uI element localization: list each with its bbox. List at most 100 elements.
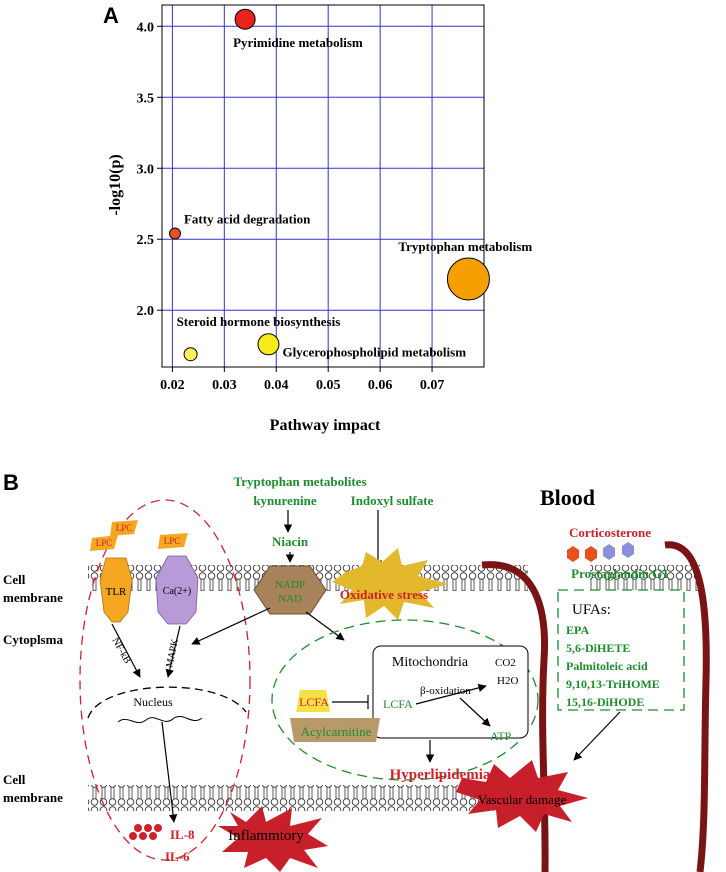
indoxyl-sulfate-label: Indoxyl sulfate	[351, 493, 434, 508]
plot-frame	[161, 4, 485, 368]
acylcarnitine-tag: Acylcarnitine	[290, 718, 380, 742]
chart-grid	[162, 5, 484, 367]
nfkb-arrow	[111, 623, 141, 678]
co2-label: CO2	[495, 657, 516, 669]
beta-oxidation-arrow	[415, 683, 487, 705]
dna-strand	[117, 716, 203, 724]
cytokine-dots	[129, 824, 162, 840]
lpc-tag-2: LPC	[90, 535, 118, 551]
mapk-label: MAPK	[164, 637, 181, 668]
ufa-item: EPA	[566, 623, 589, 637]
y-tick-label: 3.0	[137, 162, 155, 177]
scatter-point	[168, 227, 181, 240]
niacin-label: Niacin	[272, 534, 309, 549]
y-tick-label: 3.5	[137, 91, 155, 106]
y-tick-label: 4.0	[137, 20, 155, 35]
cell-membrane-bottom-label-2: membrane	[3, 790, 63, 805]
kynurenine-label: kynurenine	[253, 493, 317, 508]
point-label: Fatty acid degradation	[184, 212, 311, 227]
ufa-item: 5,6-DiHETE	[566, 641, 630, 655]
ufa-item: 9,10,13-TriHOME	[566, 677, 660, 691]
x-tick-label: 0.04	[264, 378, 289, 393]
point-label: Glycerophospholipid metabolism	[282, 344, 466, 359]
ufas-box	[557, 589, 685, 711]
cell-membrane-top-right	[590, 565, 700, 591]
y-axis-label: -log10(p)	[107, 154, 124, 215]
panel-a-label: A	[103, 3, 119, 28]
blood-vessel-right	[664, 541, 710, 872]
svg-text:LCFA: LCFA	[299, 695, 329, 709]
il8-label: IL-8	[170, 827, 195, 842]
inflammtory-label: Inflammtory	[228, 828, 304, 844]
point-label: Tryptophan metabolism	[398, 239, 532, 254]
lcfa-inner-label: LCFA	[383, 697, 413, 711]
lpc-tag-1: LPC	[110, 520, 138, 536]
cell-membrane-top-label-1: Cell	[3, 572, 26, 587]
svg-text:NAD: NAD	[278, 593, 302, 605]
nadp-nad-hexagon: NADP NAD	[253, 565, 327, 615]
svg-text:LPC: LPC	[164, 536, 181, 546]
tlr-receptor: TLR	[99, 557, 133, 623]
atp-label: ATP	[490, 729, 512, 743]
inflammation-region	[79, 499, 251, 861]
h2o-label: H2O	[497, 675, 518, 687]
cytoplasm-label: Cytoplsma	[3, 632, 63, 647]
chart-ticks: 0.02 0.03 0.04 0.05 0.06 0.07 2.0 2.5 3.0 3.5 4.0	[137, 20, 445, 393]
svg-text:NADP: NADP	[275, 579, 305, 591]
point-label: Pyrimidine metabolism	[233, 35, 363, 50]
x-tick-label: 0.02	[160, 378, 185, 393]
oxidative-stress-burst	[332, 548, 448, 620]
ufas-title: UFAs:	[572, 602, 611, 618]
mitochondria-region	[271, 619, 539, 781]
y-tick-label: 2.0	[137, 304, 155, 319]
il6-label: IL-6	[165, 849, 190, 864]
corticosterone-label: Corticosterone	[569, 525, 651, 540]
lcfa-tag: LCFA	[296, 690, 330, 712]
lpc-tag-3: LPC	[158, 533, 188, 549]
ufa-item: Palmitoleic acid	[566, 659, 648, 673]
svg-text:Ca(2+): Ca(2+)	[163, 586, 191, 597]
mapk-arrow	[165, 625, 181, 678]
nucleus-to-cytokines-arrow	[161, 721, 178, 823]
svg-text:Acylcarnitine: Acylcarnitine	[301, 724, 372, 739]
prostaglandin-label: Prostaglandin G1	[571, 566, 669, 581]
blood-label: Blood	[540, 485, 595, 510]
x-tick-label: 0.05	[316, 378, 341, 393]
scatter-point	[257, 333, 280, 356]
scatter-point	[183, 347, 198, 362]
svg-text:LPC: LPC	[116, 523, 133, 533]
beta-oxidation-label: β-oxidation	[420, 685, 471, 697]
cell-membrane-bottom-label-1: Cell	[3, 772, 26, 787]
molecule-hexagons	[567, 542, 634, 562]
point-label: Steroid hormone biosynthesis	[177, 314, 341, 329]
svg-text:TLR: TLR	[106, 586, 127, 598]
mitochondria-label: Mitochondria	[392, 655, 469, 670]
ufas-to-vascular-arrow	[573, 711, 621, 761]
scatter-point	[446, 257, 490, 301]
oxidative-stress-label: Oxidative stress	[340, 587, 428, 602]
nucleus-envelope	[87, 686, 247, 719]
x-axis-label: Pathway impact	[270, 417, 381, 434]
y-tick-label: 2.5	[137, 233, 155, 248]
vascular-damage-burst	[456, 760, 588, 832]
inflammatory-burst	[218, 806, 328, 872]
x-tick-label: 0.06	[368, 378, 393, 393]
svg-text:LPC: LPC	[96, 538, 113, 548]
ufa-item: 15,16-DiHODE	[566, 695, 644, 709]
tryptophan-metabolites-label: Tryptophan metabolites	[233, 474, 366, 489]
cell-membrane-top-label-2: membrane	[3, 590, 63, 605]
atp-arrow	[459, 697, 491, 727]
calcium-channel: Ca(2+)	[155, 555, 199, 625]
nad-to-mapk-arrow	[191, 607, 271, 645]
nucleus-label: Nucleus	[133, 695, 173, 709]
panel-b-label: B	[3, 470, 19, 495]
scatter-point	[234, 8, 256, 30]
vascular-damage-label: Vascular damage	[478, 792, 567, 807]
x-tick-label: 0.03	[212, 378, 237, 393]
x-tick-label: 0.07	[420, 378, 445, 393]
nfkb-label: NF-kB	[109, 636, 133, 666]
nad-to-mitochondria-arrow	[305, 611, 345, 641]
mitochondria-box	[372, 645, 529, 739]
